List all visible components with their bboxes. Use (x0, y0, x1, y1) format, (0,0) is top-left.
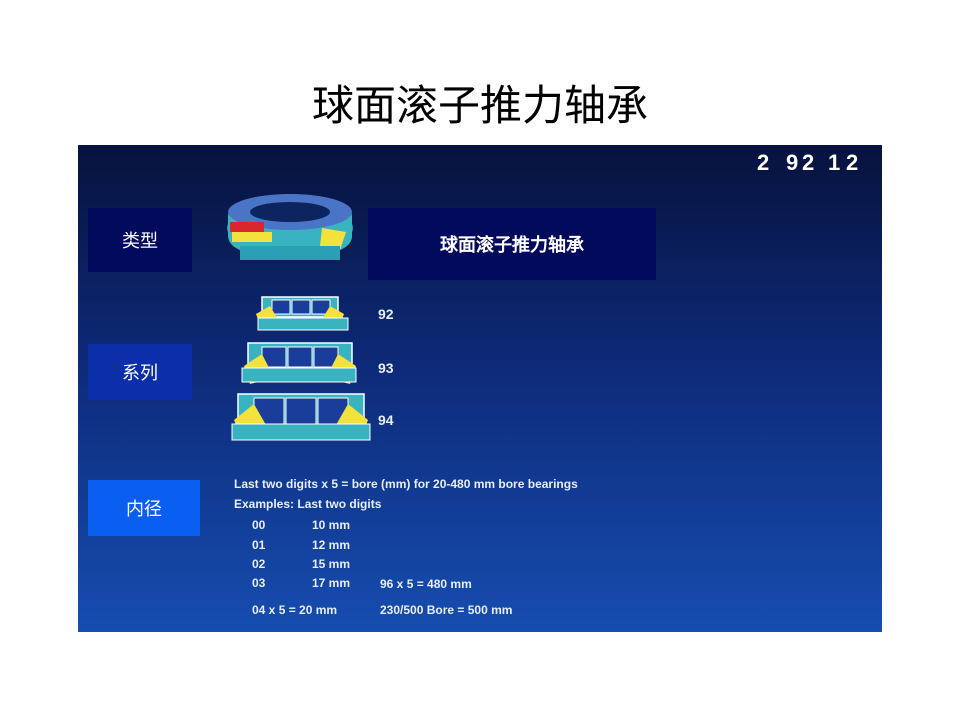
series-number-93: 93 (378, 360, 394, 376)
example-bore: 10 mm (312, 518, 351, 532)
type-value-box: 球面滚子推力轴承 (368, 208, 656, 280)
code-digit-bore-1: 1 (828, 150, 841, 175)
series-number-92: 92 (378, 306, 394, 322)
example-code: 02 (252, 557, 266, 571)
code-digit-series-2: 2 (802, 150, 815, 175)
label-series: 系列 (88, 344, 192, 400)
label-type: 类型 (88, 208, 192, 272)
bearing-3d-icon (227, 194, 353, 260)
calc-right: 230/500 Bore = 500 mm (380, 603, 513, 617)
examples-header: Examples: Last two digits (234, 497, 382, 511)
example-code: 03 (252, 576, 266, 590)
bearing-93-section (241, 342, 357, 384)
example-bore: 17 mm (312, 576, 351, 590)
slide-title: 球面滚子推力轴承 (311, 81, 648, 130)
example-bore: 12 mm (312, 538, 351, 552)
example-code: 00 (252, 518, 266, 532)
bore-rule-text: Last two digits x 5 = bore (mm) for 20-4… (234, 477, 578, 491)
series-number-94: 94 (378, 412, 394, 428)
label-bore: 内径 (88, 480, 200, 536)
calc-left: 04 x 5 = 20 mm (252, 603, 338, 617)
calc-mid: 96 x 5 = 480 mm (380, 577, 472, 591)
example-bore: 15 mm (312, 557, 351, 571)
code-digit-series-1: 9 (786, 150, 799, 175)
bearing-92-section (256, 296, 349, 331)
example-code: 01 (252, 538, 266, 552)
code-digit-bore-2: 2 (846, 150, 859, 175)
code-digit-type: 2 (757, 150, 770, 175)
bearing-94-section (231, 393, 371, 441)
